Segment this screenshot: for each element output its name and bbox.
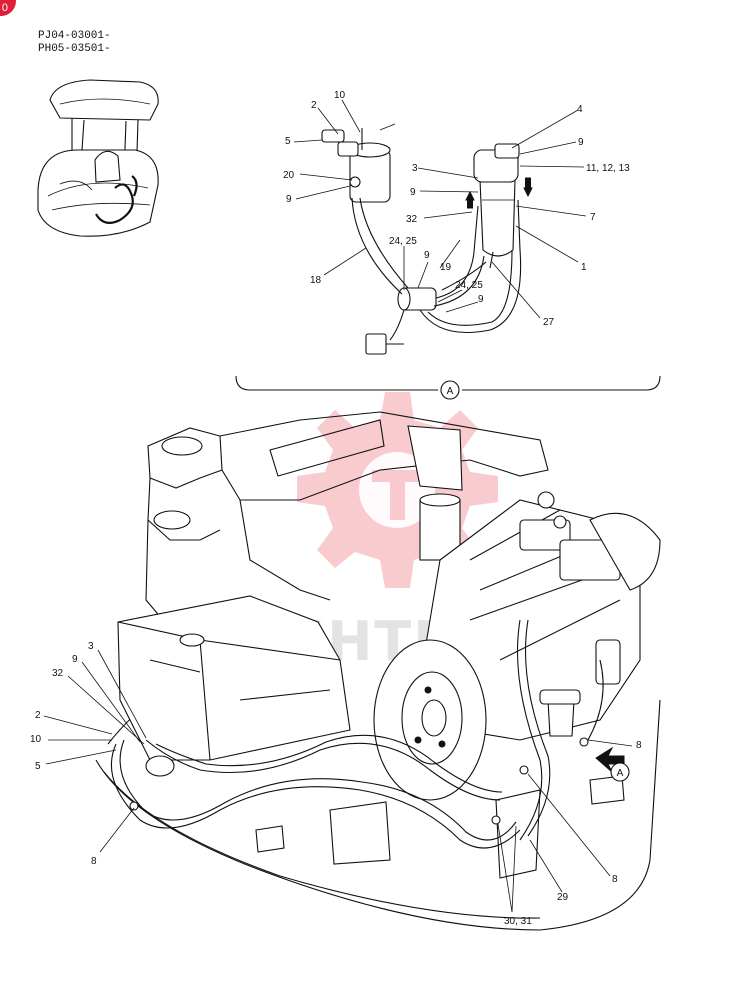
callout-9-main: 9 <box>72 654 78 665</box>
callout-7-detail: 7 <box>590 212 596 223</box>
callout-18-detail: 18 <box>310 275 322 286</box>
callout-29-main: 29 <box>557 892 569 903</box>
callout-9-detail-e: 9 <box>410 187 416 198</box>
model-serial-2: PH05-03501- <box>38 43 111 55</box>
callout-20-detail: 20 <box>283 170 295 181</box>
callout-5-detail: 5 <box>285 136 291 147</box>
callout-8-main-bottom: 8 <box>612 874 618 885</box>
callout-9-detail-c: 9 <box>478 294 484 305</box>
callout-10-main: 10 <box>30 734 42 745</box>
callout-1-detail: 1 <box>581 262 587 273</box>
callout-32-detail: 32 <box>406 214 418 225</box>
callout-27-detail: 27 <box>543 317 555 328</box>
callout-9-detail-d: 9 <box>578 137 584 148</box>
callout-11-12-13-detail: 11, 12, 13 <box>586 163 630 174</box>
callout-3-detail: 3 <box>412 163 418 174</box>
callout-32-main: 32 <box>52 668 64 679</box>
callout-19-detail: 19 <box>440 262 452 273</box>
detail-view-a: A <box>235 99 661 400</box>
callout-3-main: 3 <box>88 641 94 652</box>
callout-5-main: 5 <box>35 761 41 772</box>
model-serial-1: PJ04-03001- <box>38 30 111 42</box>
main-assembly-view: A <box>43 411 661 931</box>
callout-30-31-main: 30, 31 <box>504 916 532 927</box>
callout-8-main-right: 8 <box>636 740 642 751</box>
view-a-marker-top: A <box>447 386 454 397</box>
callout-9-detail-b: 9 <box>424 250 430 261</box>
callout-8-main-left: 8 <box>91 856 97 867</box>
callout-10-detail: 10 <box>334 90 346 101</box>
callout-9-detail-a: 9 <box>286 194 292 205</box>
callout-24-25-detail-b: 24, 25 <box>455 280 483 291</box>
model-serial-block: PJ04-03001- PH05-03501- <box>38 30 111 56</box>
callout-2-detail: 2 <box>311 100 317 111</box>
callout-24-25-detail-a: 24, 25 <box>389 236 417 247</box>
machine-location-view <box>37 79 159 237</box>
view-a-marker-main: A <box>617 768 624 779</box>
callout-4-detail: 4 <box>577 104 583 115</box>
callout-2-main: 2 <box>35 710 41 721</box>
